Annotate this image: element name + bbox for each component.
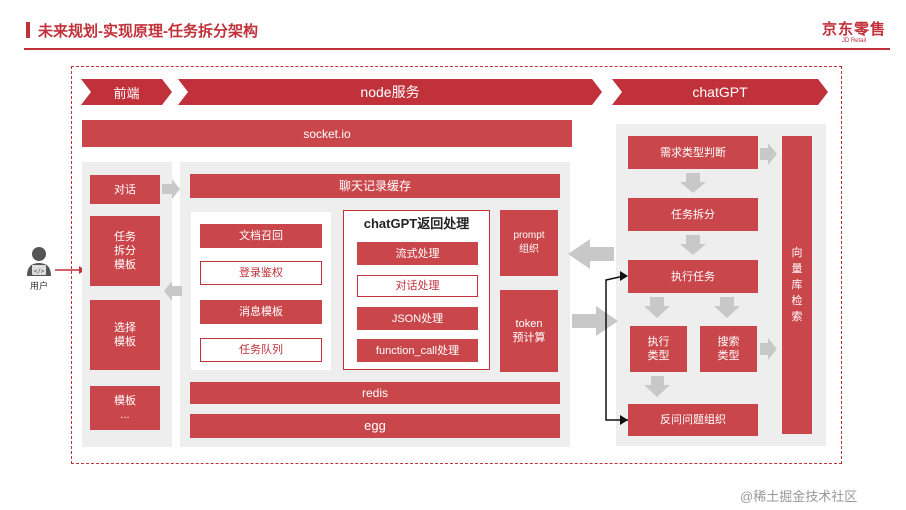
handler-item-dialog: 对话处理 — [357, 275, 478, 297]
token-box: token 预计算 — [500, 290, 558, 372]
user-label: 用户 — [29, 281, 48, 291]
header-divider — [24, 48, 890, 50]
banner-node: node服务 — [360, 84, 420, 100]
node-banner-shape — [178, 79, 602, 105]
frontend-item-task-template-label: 任务 拆分 模板 — [114, 231, 136, 271]
flow-search-type: 搜索 类型 — [700, 326, 757, 372]
arrow-frontend-to-node — [162, 179, 180, 199]
handler-item-json: JSON处理 — [357, 307, 478, 330]
arrow-down-4 — [714, 297, 740, 318]
arrow-token-to-gpt — [572, 306, 618, 336]
token-label: token 预计算 — [512, 318, 546, 344]
flow-exec-type: 执行 类型 — [630, 326, 687, 372]
egg-bar: egg — [190, 414, 560, 438]
brand-name: 京东零售 — [821, 21, 886, 38]
handler-item-stream: 流式处理 — [357, 242, 478, 265]
frontend-item-dialog: 对话 — [90, 175, 160, 204]
flow-execute-task: 执行任务 — [628, 260, 758, 293]
user-icon: </> — [26, 246, 52, 276]
socket-io-bar: socket.io — [82, 120, 572, 147]
brand-logo: 京东零售 JD Retail — [818, 18, 890, 44]
handler-item-function-call: function_call处理 — [357, 339, 478, 362]
banner-frontend: 前端 — [113, 85, 140, 101]
feedback-arrowhead-top — [620, 271, 628, 281]
arrow-down-1 — [680, 173, 706, 193]
list-item-doc-recall: 文档召回 — [200, 224, 322, 248]
svg-text:</>: </> — [34, 268, 45, 275]
frontend-item-more-templates-label: 模板 ... — [114, 395, 136, 421]
outer-dashed-frame — [71, 66, 842, 464]
watermark: @稀土掘金技术社区 — [740, 489, 858, 504]
flow-demand-type: 需求类型判断 — [628, 136, 758, 169]
brand-sub: JD Retail — [841, 38, 867, 44]
feedback-arrowhead-bottom — [620, 415, 628, 425]
chatgpt-banner-shape — [612, 79, 828, 105]
chat-cache-bar: 聊天记录缓存 — [190, 174, 560, 198]
arrow-node-to-frontend — [164, 281, 182, 301]
frontend-item-more-templates: 模板 ... — [90, 386, 160, 430]
banner-chatgpt: chatGPT — [692, 84, 748, 100]
flow-task-split: 任务拆分 — [628, 198, 758, 231]
frontend-item-select-template: 选择 模板 — [90, 300, 160, 370]
gpt-handler-title: chatGPT返回处理 — [363, 216, 470, 231]
page-title: 未来规划-实现原理-任务拆分架构 — [38, 23, 258, 40]
flow-search-type-label: 搜索 类型 — [717, 336, 740, 362]
arrow-down-3 — [644, 297, 670, 318]
arrow-gpt-to-prompt — [568, 239, 614, 269]
frontend-banner-shape — [81, 79, 172, 105]
list-item-task-queue: 任务队列 — [200, 338, 322, 362]
prompt-box: prompt 组织 — [500, 210, 558, 276]
list-item-msg-template: 消息模板 — [200, 300, 322, 324]
redis-bar: redis — [190, 382, 560, 404]
flow-exec-type-label: 执行 类型 — [647, 336, 670, 362]
arrow-right-vector-1 — [760, 143, 777, 165]
arrow-right-vector-2 — [760, 338, 777, 360]
list-item-login-auth: 登录鉴权 — [200, 261, 322, 285]
frontend-item-select-template-label: 选择 模板 — [114, 322, 136, 348]
vector-retrieval-label: 向 量 库 检 索 — [791, 247, 803, 323]
flow-counter-question: 反问问题组织 — [628, 404, 758, 436]
vector-retrieval-box: 向 量 库 检 索 — [782, 136, 812, 434]
arrow-down-5 — [644, 376, 670, 397]
prompt-label: prompt 组织 — [513, 230, 545, 255]
frontend-item-task-template: 任务 拆分 模板 — [90, 216, 160, 286]
arrow-down-2 — [680, 235, 706, 255]
user-icon-svg: </> — [27, 247, 51, 276]
feedback-connector — [605, 275, 628, 421]
header-accent-bar — [26, 22, 30, 38]
